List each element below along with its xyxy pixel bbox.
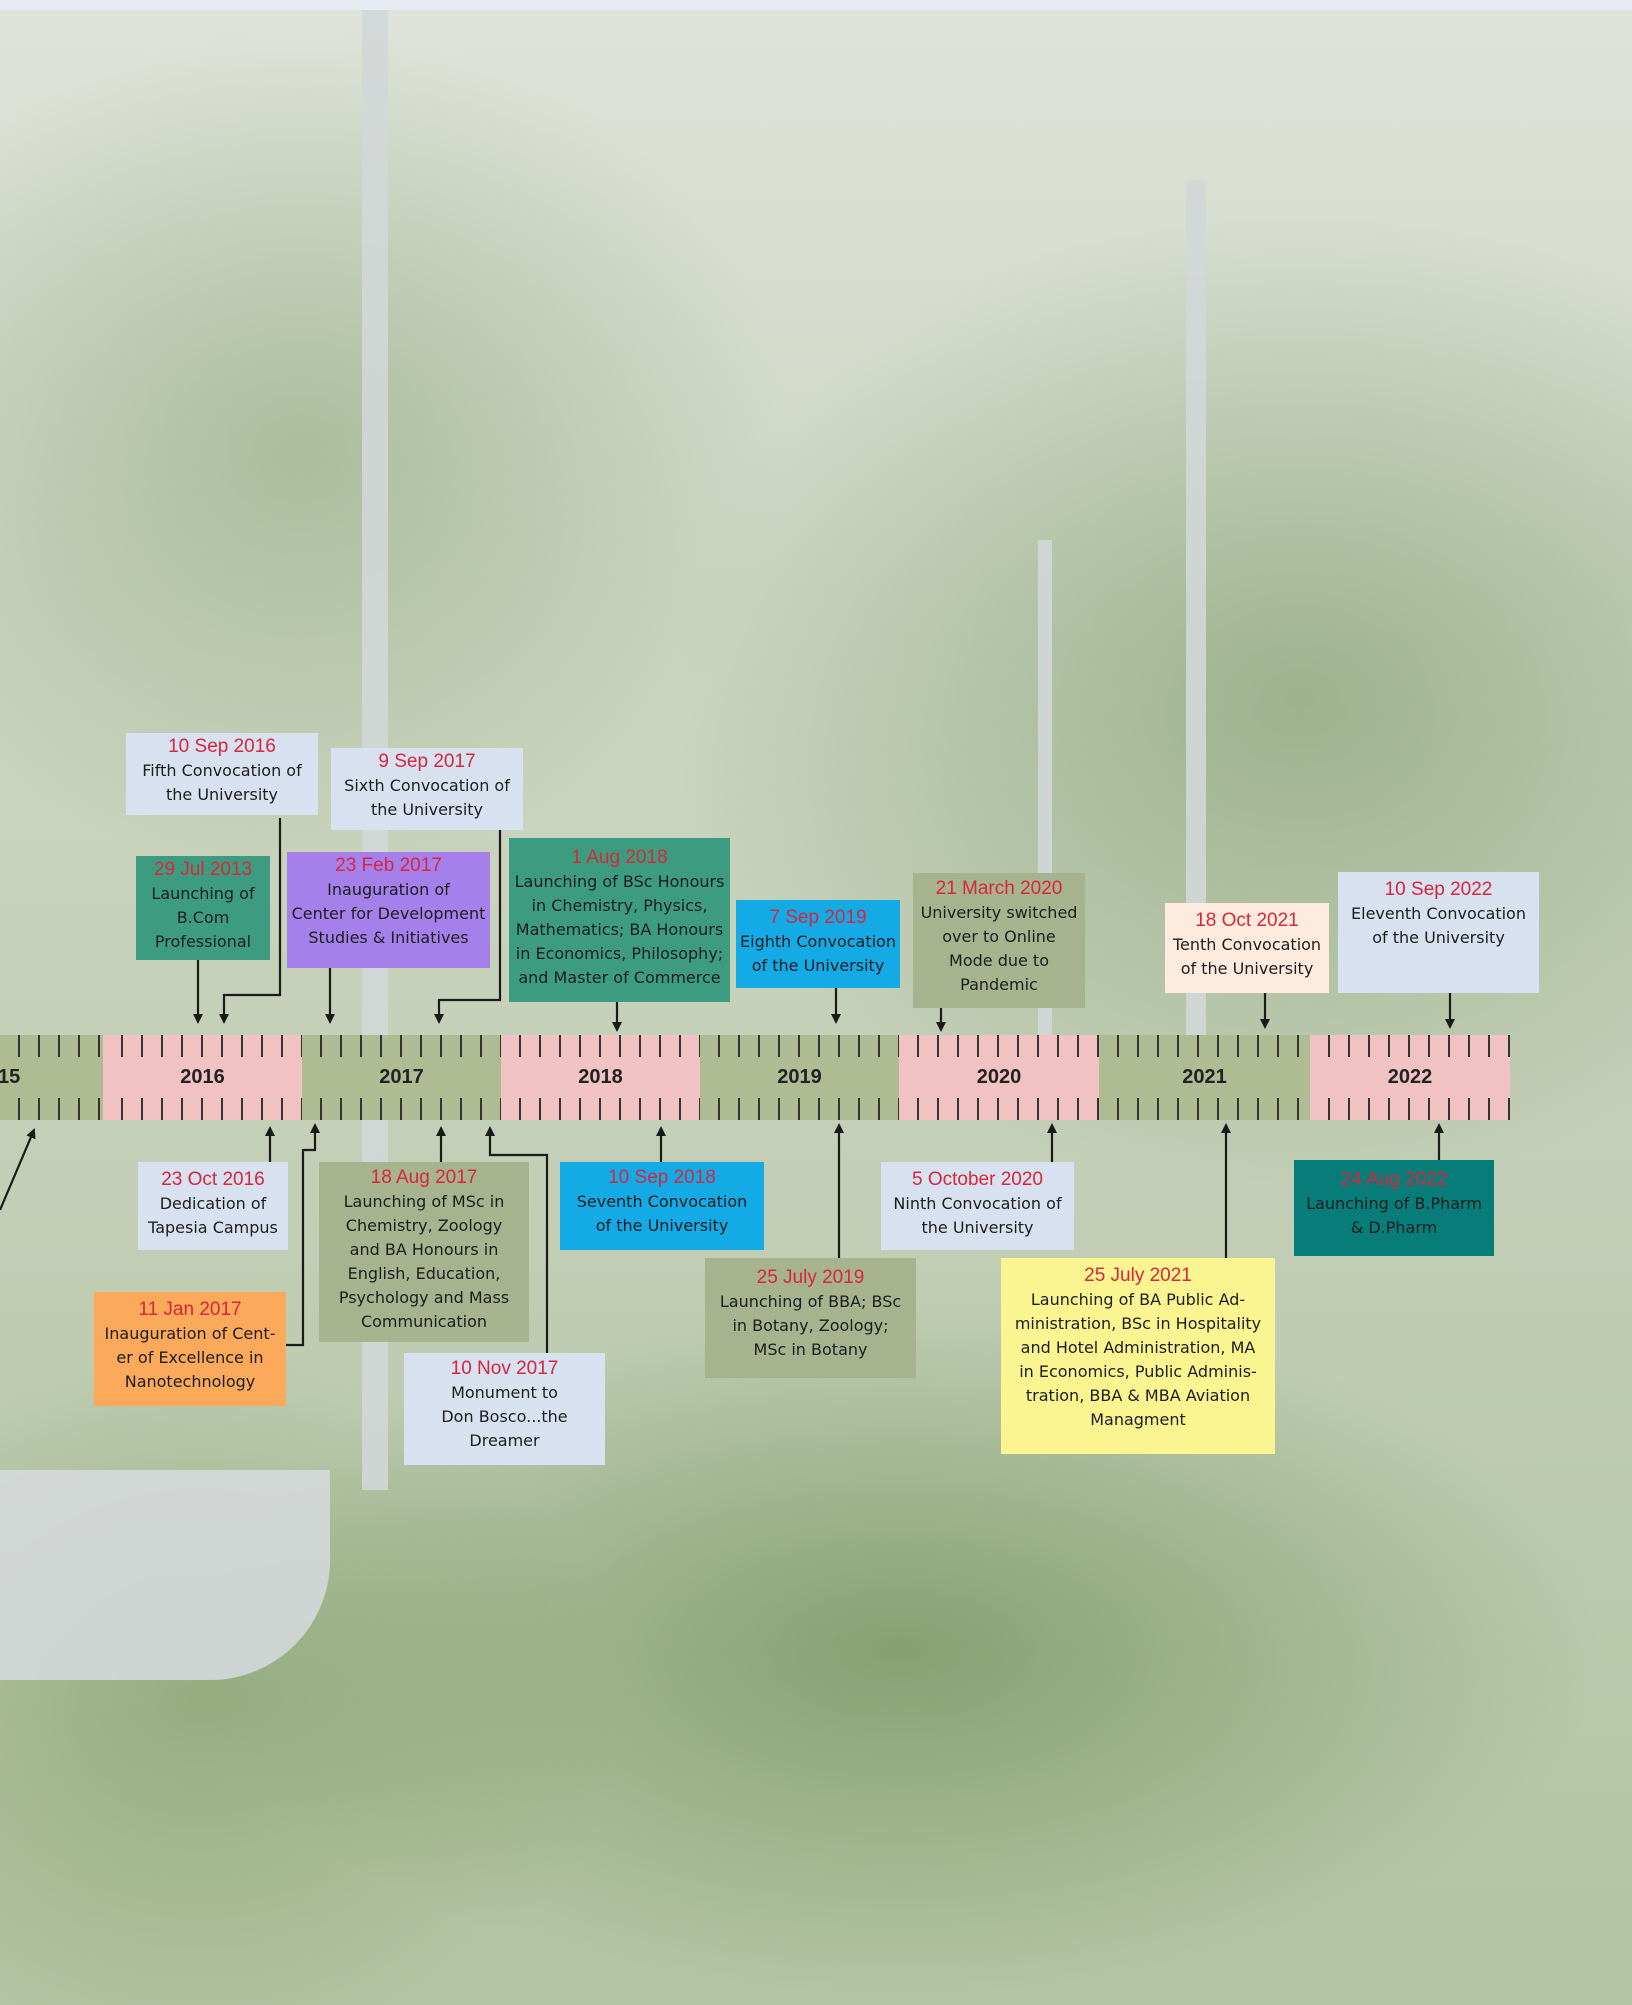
year-label: 15 [0,1066,21,1088]
road [0,1470,330,1680]
year-label: 2019 [777,1066,822,1088]
event-date: 10 Nov 2017 [450,1358,559,1379]
event-box: 11 Jan 2017 Inauguration of Cent- er of … [94,1292,286,1406]
event-date: 25 July 2019 [756,1267,865,1288]
event-box: 1 Aug 2018 Launching of BSc Honours in C… [509,838,730,1002]
event-date: 1 Aug 2018 [571,847,668,868]
event-description: Eighth Convocation of the University [740,932,896,975]
event-description: Inauguration of Cent- er of Excellence i… [104,1324,276,1391]
event-box: 23 Oct 2016 Dedication of Tapesia Campus [138,1162,288,1250]
event-description: Eleventh Convocation of the University [1351,904,1526,947]
event-date: 18 Aug 2017 [370,1167,478,1188]
year-label: 2022 [1387,1066,1433,1088]
event-box: 7 Sep 2019 Eighth Convocation of the Uni… [736,900,900,988]
event-description: Tenth Convocation of the University [1172,935,1322,978]
top-strip [0,0,1632,10]
event-box: 5 October 2020 Ninth Convocation of the … [881,1162,1074,1250]
event-box: 23 Feb 2017 Inauguration of Center for D… [287,852,490,968]
event-description: University switched over to Online Mode … [920,903,1078,994]
event-description: Seventh Convocation of the University [576,1192,748,1235]
event-box: 21 March 2020 University switched over t… [913,873,1085,1008]
event-description: Fifth Convocation of the University [142,761,302,804]
event-date: 29 Jul 2013 [153,859,253,880]
arrow [485,1126,549,1375]
year-segment: 2018 [501,1035,700,1120]
event-description: Dedication of Tapesia Campus [148,1194,278,1237]
year-segment: 15 [0,1035,103,1120]
event-date: 7 Sep 2019 [769,907,867,928]
event-box: 25 July 2019 Launching of BBA; BSc in Bo… [705,1258,916,1378]
arrow [434,815,502,1024]
event-box: 10 Sep 2022 Eleventh Convocation of the … [1338,872,1539,993]
event-description: Launching of B.Com Professional [151,884,255,951]
event-description: Inauguration of Center for Development S… [291,880,486,947]
event-date: 5 October 2020 [912,1169,1043,1190]
event-description: Launching of MSc in Chemistry, Zoology a… [338,1192,510,1331]
event-description: Launching of BSc Honours in Chemistry, P… [514,872,725,987]
year-segment: 2016 [103,1035,302,1120]
event-box: 29 Jul 2013 Launching of B.Com Professio… [136,856,270,960]
event-date: 25 July 2021 [1084,1265,1192,1286]
event-date: 21 March 2020 [935,878,1063,899]
year-segment: 2017 [302,1035,501,1120]
event-box: 18 Oct 2021 Tenth Convocation of the Uni… [1165,903,1329,993]
event-date: 10 Sep 2016 [168,736,276,757]
year-label: 2018 [578,1066,623,1088]
event-description: Launching of B.Pharm & D.Pharm [1306,1194,1482,1237]
arrow [219,818,282,1024]
event-box: 18 Aug 2017 Launching of MSc in Chemistr… [319,1162,529,1342]
year-segment: 2020 [899,1035,1099,1120]
event-description: Monument to Don Bosco...the Dreamer [441,1383,568,1450]
year-label: 2016 [180,1066,225,1088]
event-date: 10 Sep 2018 [608,1167,716,1188]
year-segment: 2019 [700,1035,899,1120]
event-date: 23 Oct 2016 [161,1169,265,1190]
event-box: 10 Nov 2017 Monument to Don Bosco...the … [404,1353,605,1465]
event-date: 18 Oct 2021 [1195,910,1299,931]
event-date: 23 Feb 2017 [335,855,442,876]
arrow [0,1128,36,1211]
event-description: Sixth Convocation of the University [344,776,510,819]
event-box: 10 Sep 2018 Seventh Convocation of the U… [560,1162,764,1250]
year-label: 2021 [1182,1066,1227,1088]
event-box: 10 Sep 2016 Fifth Convocation of the Uni… [126,733,318,815]
arrow [286,1123,320,1347]
event-date: 11 Jan 2017 [138,1299,242,1320]
event-description: Launching of BA Public Ad- ministration,… [1014,1290,1262,1429]
year-segment: 2022 [1310,1035,1510,1120]
year-label: 2017 [379,1066,424,1088]
event-date: 10 Sep 2022 [1384,879,1493,900]
event-box: 25 July 2021 Launching of BA Public Ad- … [1001,1258,1275,1454]
event-date: 24 Aug 2022 [1340,1169,1448,1190]
event-date: 9 Sep 2017 [378,751,476,772]
event-description: Launching of BBA; BSc in Botany, Zoology… [719,1292,902,1359]
year-label: 2020 [976,1066,1022,1088]
event-box: 24 Aug 2022 Launching of B.Pharm & D.Pha… [1294,1160,1494,1256]
lamp-pole [1186,180,1206,1060]
event-description: Ninth Convocation of the University [893,1194,1062,1237]
event-box: 9 Sep 2017 Sixth Convocation of the Univ… [331,748,523,830]
year-segment: 2021 [1099,1035,1310,1120]
